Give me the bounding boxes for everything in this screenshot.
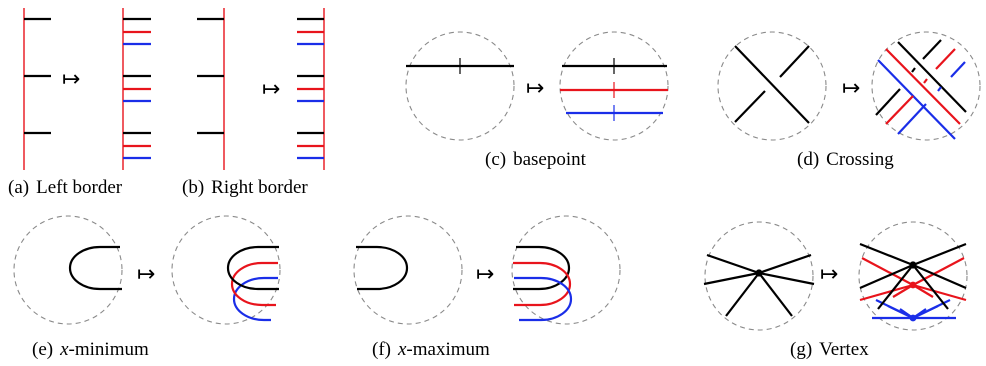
panel-a-left-border: ↦ (a) Left border	[8, 8, 151, 198]
panel-f-label: (f)	[372, 339, 391, 360]
panel-b-title: Right border	[211, 177, 308, 198]
panel-a-caption: (a) Left border	[8, 177, 123, 198]
panel-c-label: (c)	[485, 149, 506, 170]
panel-d-maps-to-arrow: ↦	[842, 76, 860, 101]
panel-g-target-blue-vertex	[909, 314, 917, 322]
panel-c-title: basepoint	[513, 149, 587, 170]
panel-c-source	[405, 31, 515, 141]
panel-e-caption: (e) x-minimum	[32, 339, 149, 360]
panel-b-source	[197, 8, 225, 170]
panel-g-target-black-vertex	[909, 261, 917, 269]
panel-a-title: Left border	[36, 177, 123, 198]
panel-d-source	[717, 31, 827, 141]
panel-g-source-vertex-dot	[755, 269, 763, 277]
panel-b-target	[297, 8, 325, 170]
panel-d-label: (d)	[797, 149, 819, 170]
panel-f-x-maximum: ↦ (f) x-maximum	[353, 215, 621, 360]
panel-a-source	[23, 8, 51, 170]
panel-b-label: (b)	[182, 177, 204, 198]
panel-b-caption: (b) Right border	[182, 177, 308, 198]
panel-f-maps-to-arrow: ↦	[476, 262, 494, 287]
panel-c-maps-to-arrow: ↦	[526, 76, 544, 101]
panel-c-basepoint: ↦ (c) basepoint	[405, 31, 669, 170]
panel-d-caption: (d) Crossing	[797, 149, 894, 170]
panel-e-title-math: x	[59, 339, 69, 360]
panel-f-caption: (f) x-maximum	[372, 339, 490, 360]
panel-e-x-minimum: ↦ (e) x-minimum	[13, 215, 281, 360]
panel-c-target	[559, 31, 669, 141]
panel-g-target-red-vertex	[909, 281, 917, 289]
panel-c-caption: (c) basepoint	[485, 149, 587, 170]
panel-f-target	[511, 215, 621, 325]
panel-d-crossing: ↦ (d) Crossing	[717, 31, 981, 170]
panel-a-target	[122, 8, 151, 170]
panel-g-label: (g)	[790, 339, 812, 360]
panel-b-maps-to-arrow: ↦	[262, 77, 280, 102]
panel-b-right-border: ↦ (b) Right border	[182, 8, 325, 198]
panel-e-target	[171, 215, 281, 325]
panel-g-target	[858, 221, 968, 331]
panel-f-title-rest: -maximum	[406, 339, 490, 360]
panel-d-target	[871, 31, 981, 141]
panel-g-vertex: ↦	[703, 221, 968, 360]
panel-g-source	[703, 221, 815, 331]
panel-f-title-math: x	[397, 339, 407, 360]
panel-g-caption: (g) Vertex	[790, 339, 869, 360]
panel-g-title: Vertex	[819, 339, 869, 360]
panel-d-title: Crossing	[826, 149, 894, 170]
panel-a-maps-to-arrow: ↦	[62, 67, 80, 92]
panel-g-maps-to-arrow: ↦	[820, 262, 838, 287]
panel-e-maps-to-arrow: ↦	[137, 262, 155, 287]
panel-e-title-rest: -minimum	[69, 339, 149, 360]
panel-f-source	[353, 215, 463, 325]
panel-e-source	[13, 215, 123, 325]
panel-a-label: (a)	[8, 177, 29, 198]
panel-e-label: (e)	[32, 339, 53, 360]
